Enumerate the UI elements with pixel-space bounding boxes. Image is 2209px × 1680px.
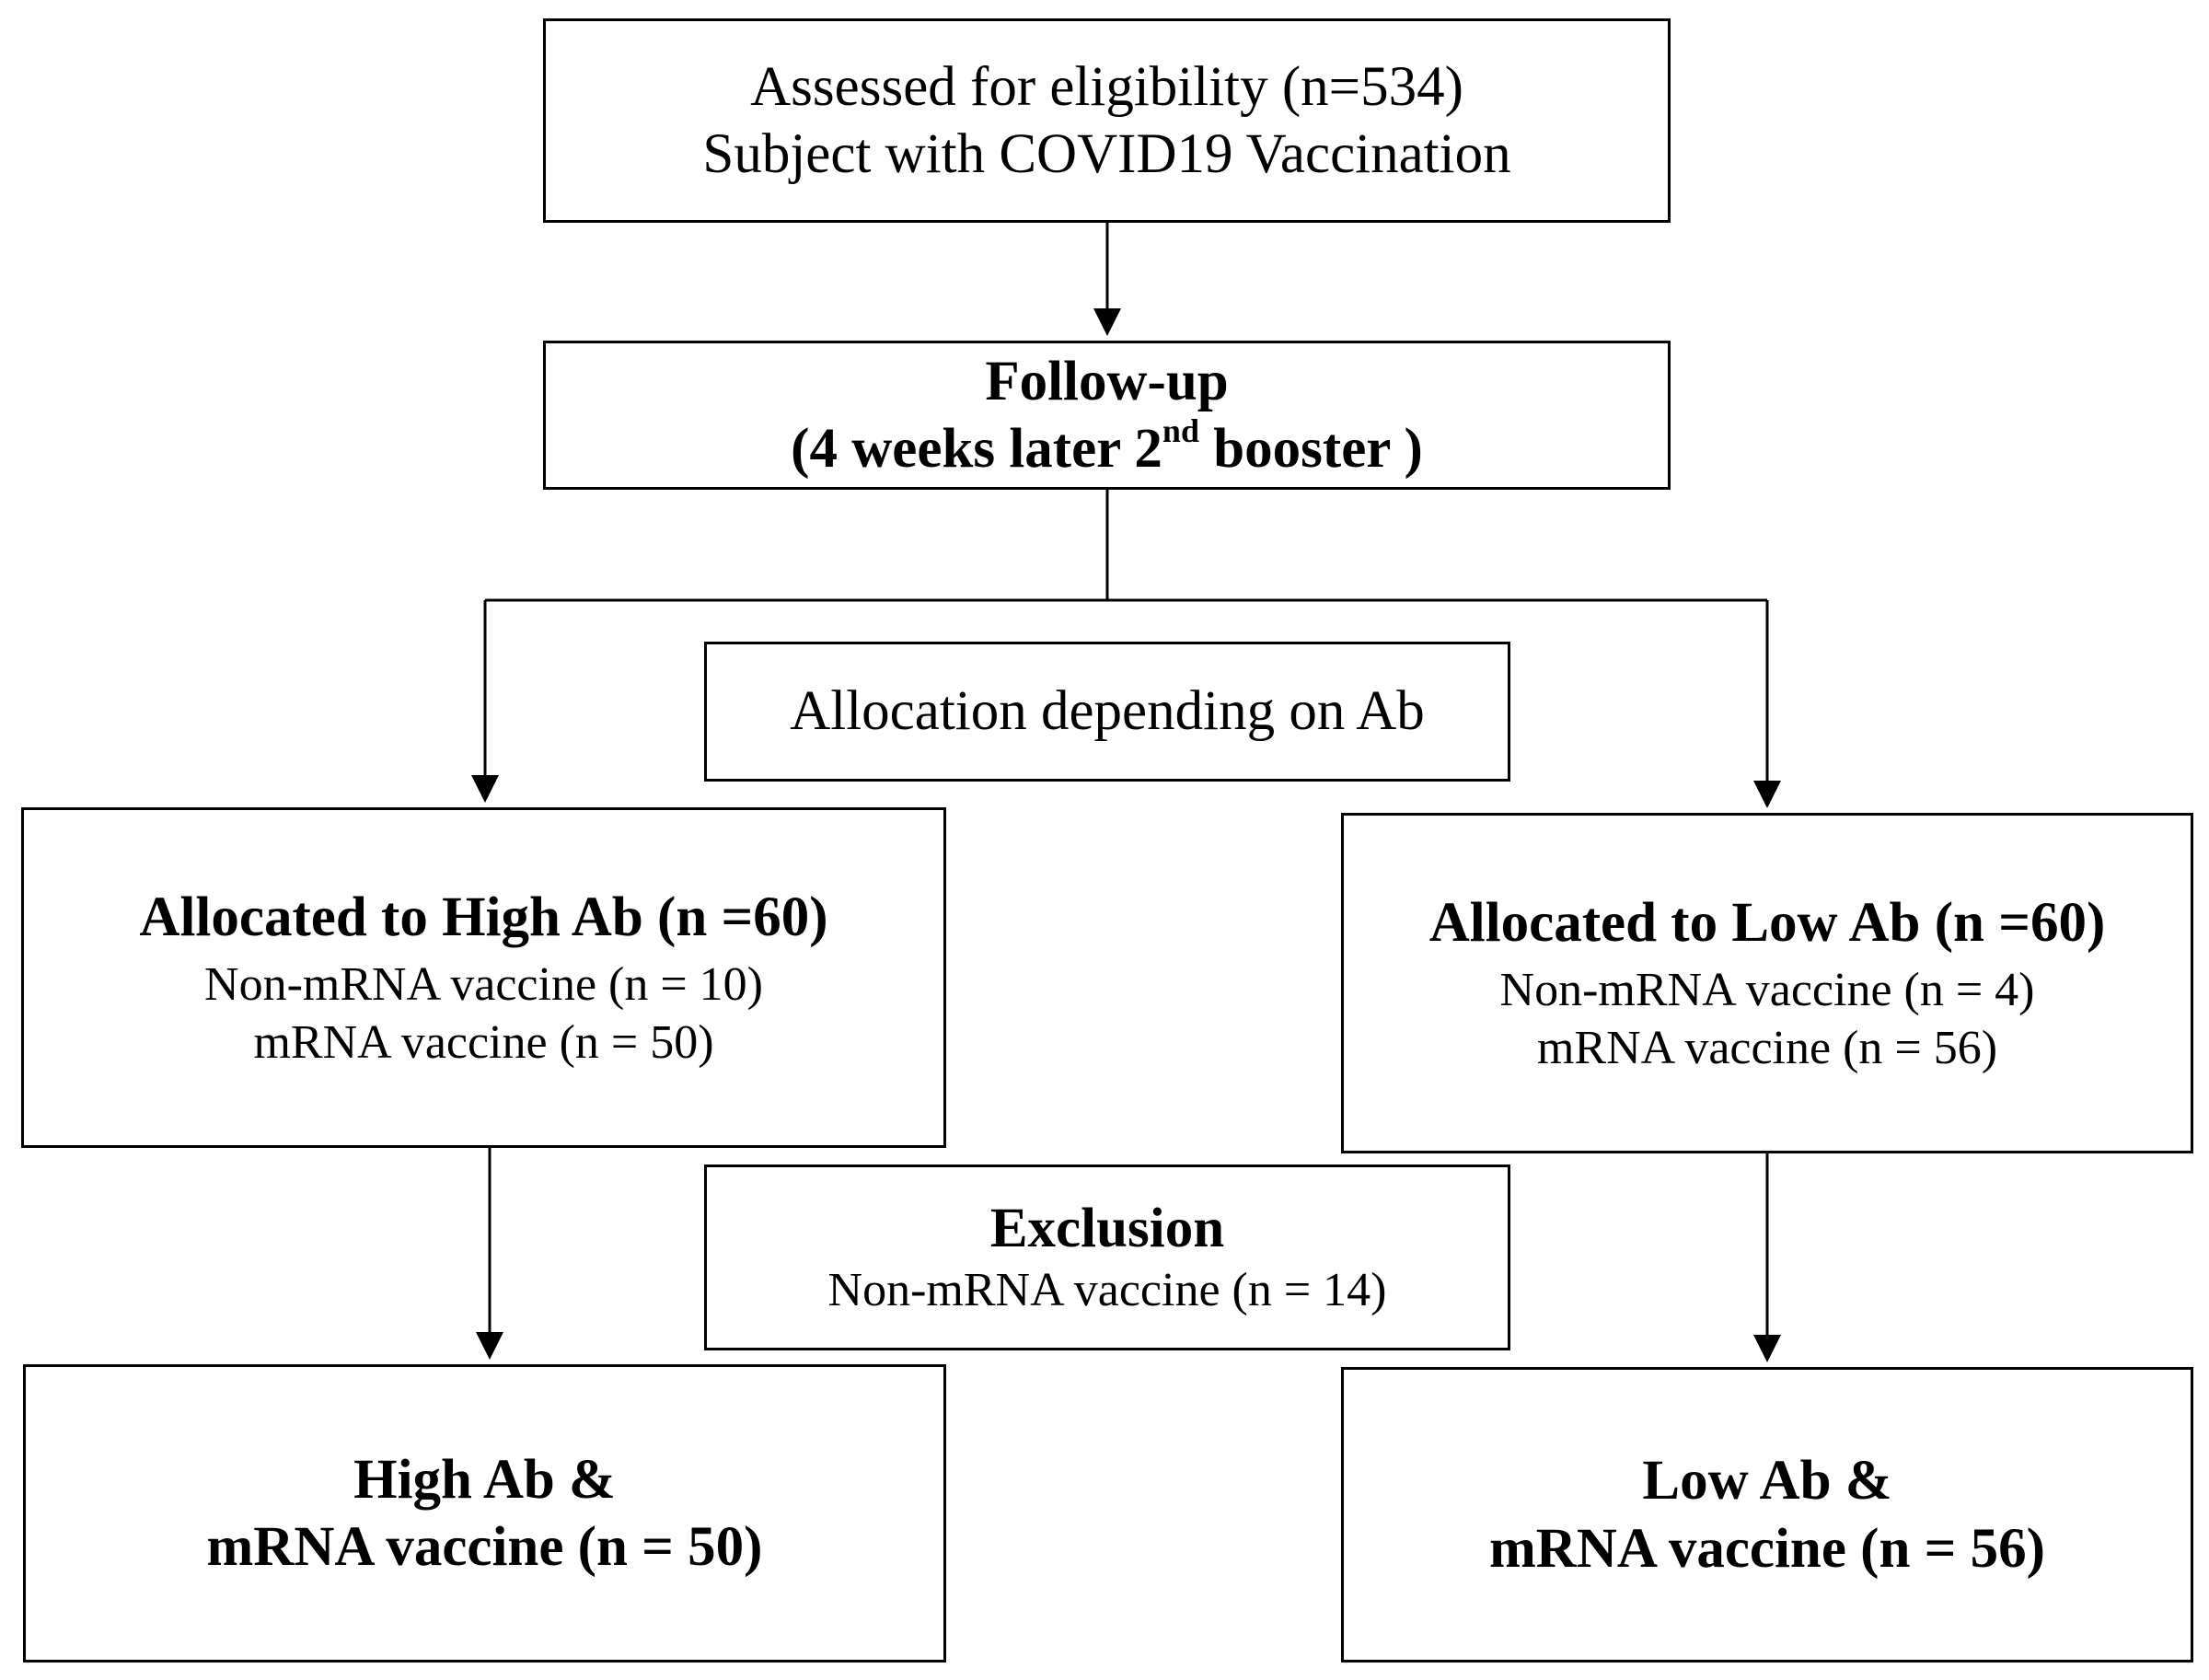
exclusion-box: Exclusion Non-mRNA vaccine (n = 14) [704,1164,1510,1350]
low-ab-box: Allocated to Low Ab (n =60) Non-mRNA vac… [1341,813,2193,1153]
eligibility-line-2: Subject with COVID19 Vaccination [702,123,1511,185]
exclusion-detail: Non-mRNA vaccine (n = 14) [827,1264,1387,1317]
followup-title: Follow-up [985,350,1229,412]
followup-detail-post: booster ) [1198,418,1423,480]
high-ab-final-box: High Ab & mRNA vaccine (n = 50) [23,1364,946,1663]
eligibility-box: Assessed for eligibility (n=534) Subject… [543,18,1671,223]
high-ab-mrna: mRNA vaccine (n = 50) [253,1015,714,1069]
high-ab-non-mrna: Non-mRNA vaccine (n = 10) [204,958,763,1012]
low-ab-mrna: mRNA vaccine (n = 56) [1536,1021,1998,1074]
followup-detail-superscript: nd [1162,411,1199,449]
high-ab-box: Allocated to High Ab (n =60) Non-mRNA va… [21,807,946,1148]
high-final-line-1: High Ab & [353,1448,616,1511]
low-ab-title: Allocated to Low Ab (n =60) [1428,892,2106,955]
low-final-line-2: mRNA vaccine (n = 56) [1488,1517,2045,1580]
high-final-line-2: mRNA vaccine (n = 50) [206,1516,763,1578]
low-ab-final-box: Low Ab & mRNA vaccine (n = 56) [1341,1367,2193,1663]
allocation-box: Allocation depending on Ab [704,642,1510,782]
high-ab-title: Allocated to High Ab (n =60) [139,886,828,949]
followup-box: Follow-up (4 weeks later 2nd booster ) [543,341,1671,490]
followup-detail: (4 weeks later 2nd booster ) [791,411,1423,482]
followup-detail-pre: (4 weeks later 2 [791,418,1162,480]
low-ab-non-mrna: Non-mRNA vaccine (n = 4) [1499,964,2035,1017]
low-final-line-1: Low Ab & [1642,1450,1892,1512]
eligibility-line-1: Assessed for eligibility (n=534) [750,55,1463,118]
exclusion-title: Exclusion [989,1198,1225,1260]
allocation-label: Allocation depending on Ab [790,680,1425,743]
